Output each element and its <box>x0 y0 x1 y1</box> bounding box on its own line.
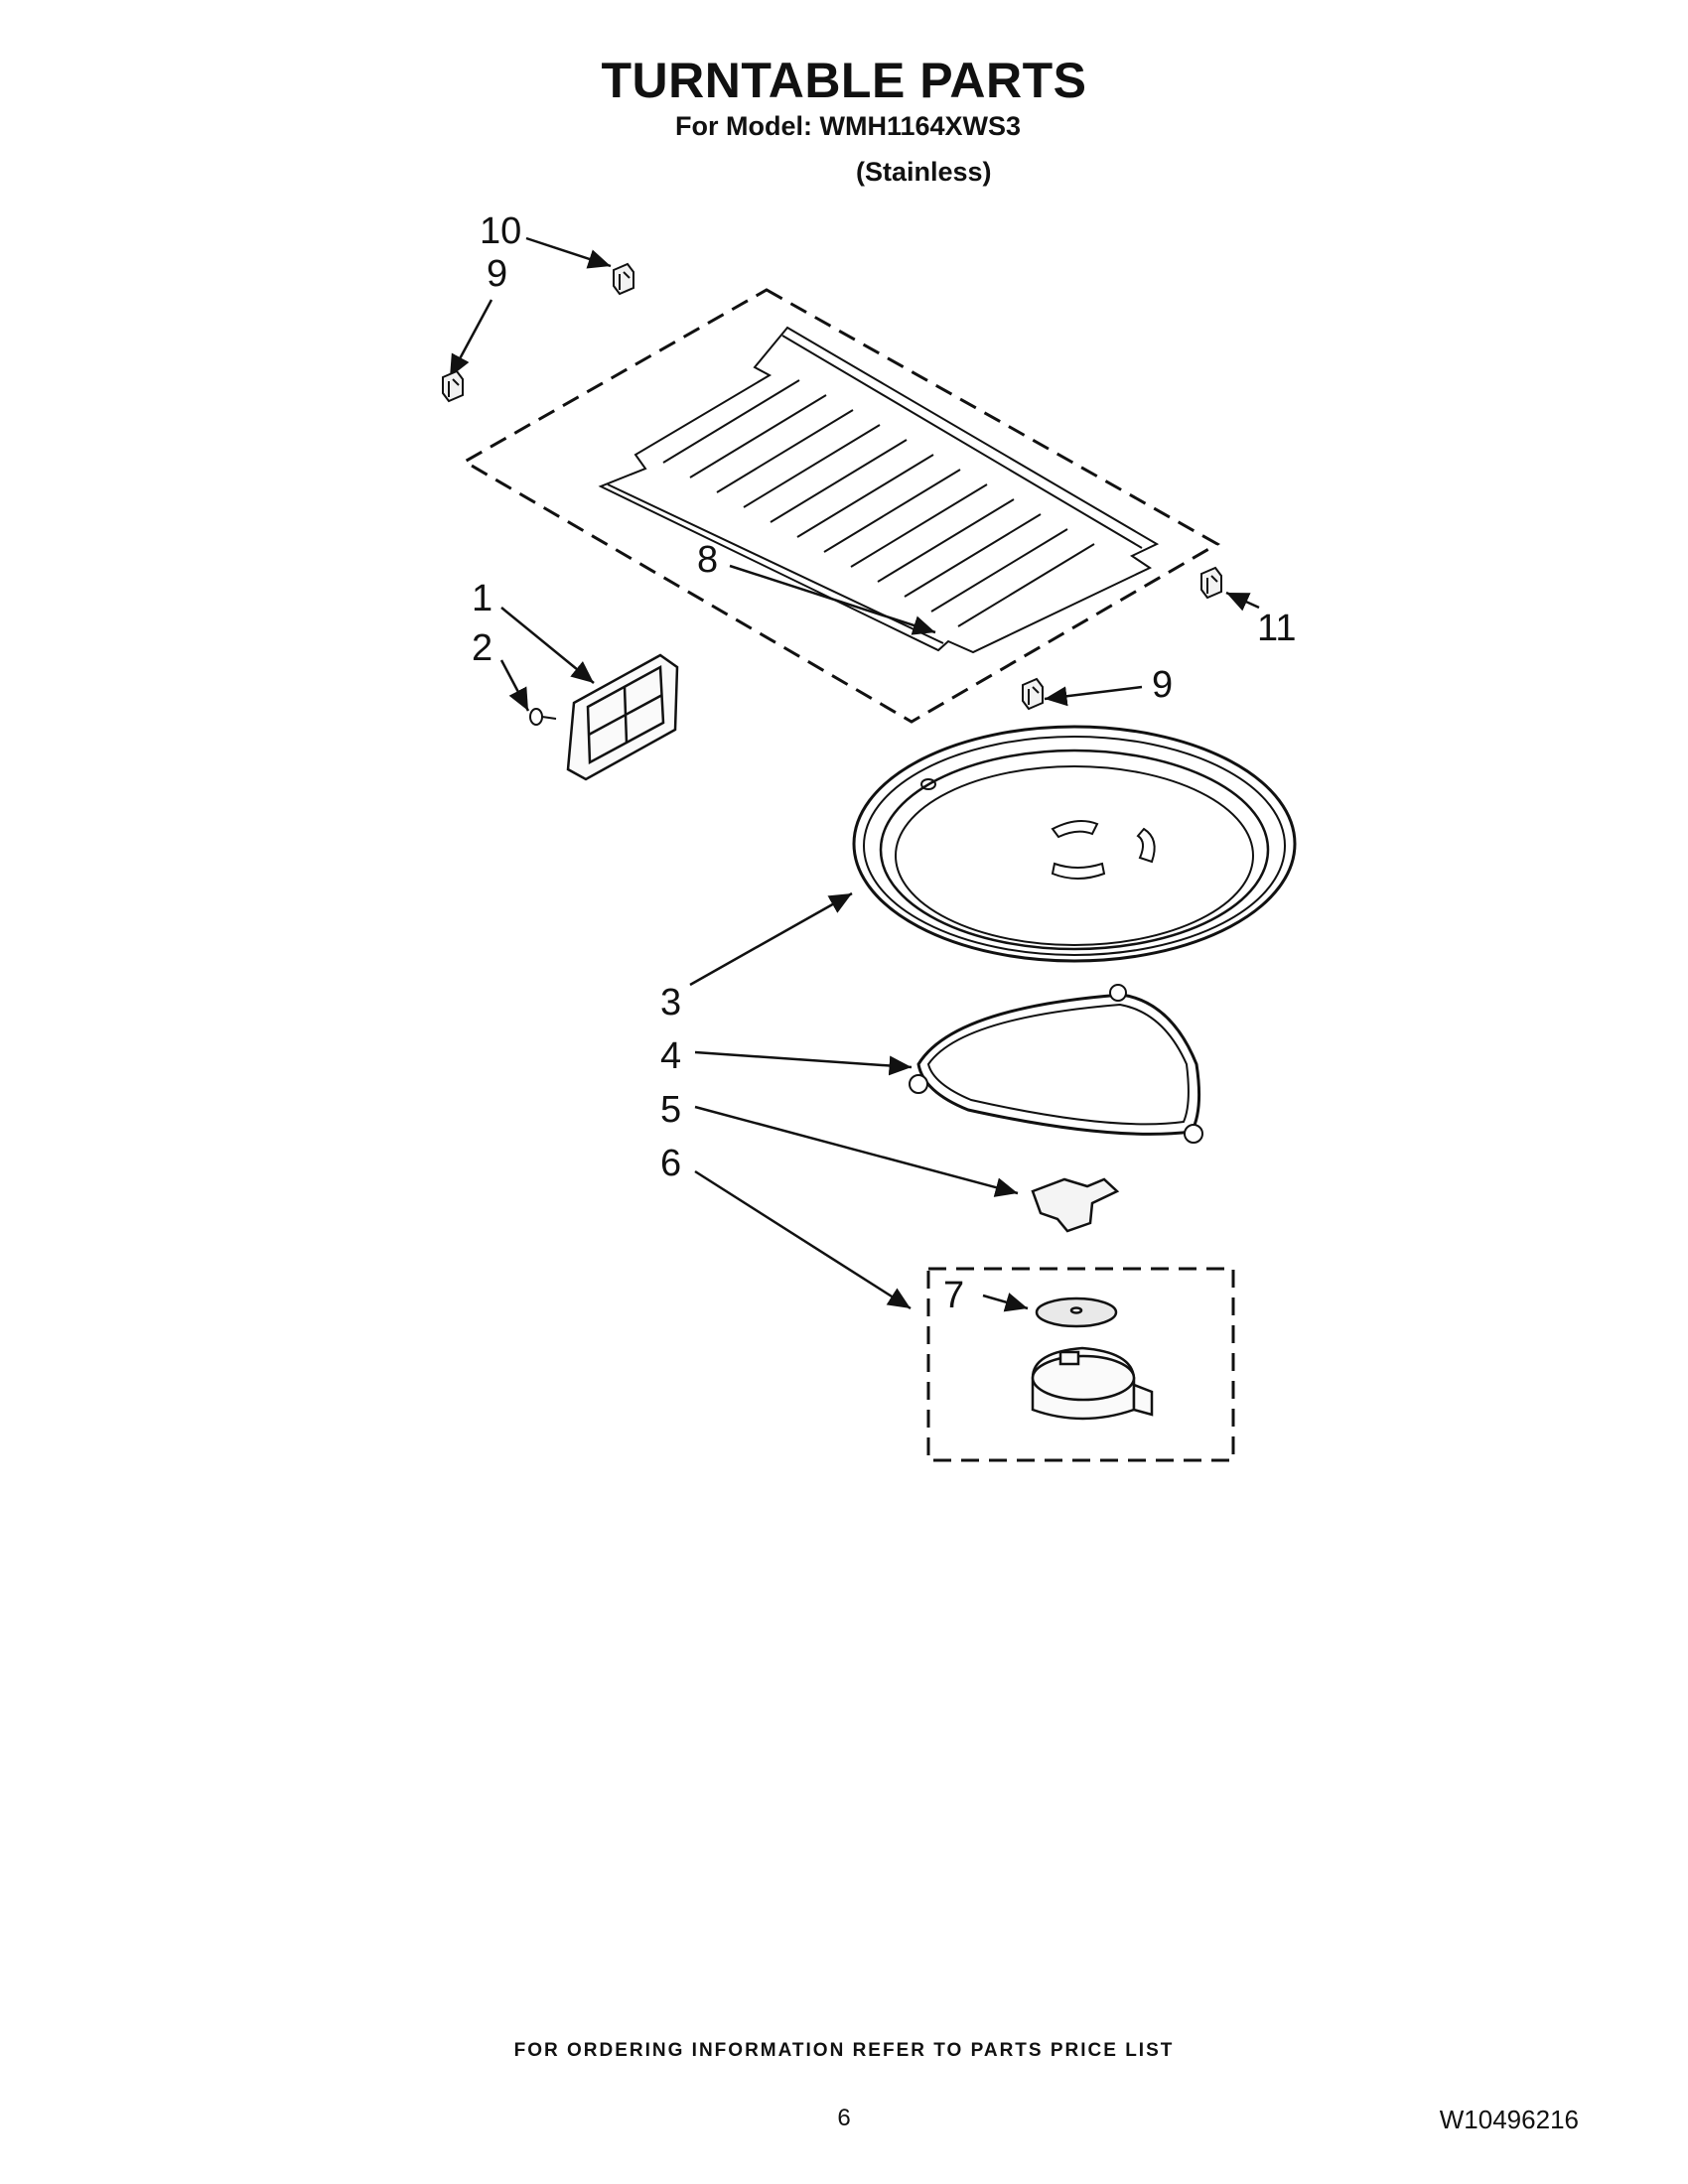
screw <box>529 708 557 726</box>
rack-clip-9-left <box>442 369 464 403</box>
model-line: For Model: WMH1164XWS3 <box>675 111 1022 141</box>
rack-clip-11 <box>1200 566 1222 600</box>
callout-5: 5 <box>660 1089 681 1131</box>
leader-lines <box>448 236 1260 1312</box>
rack-clip-9-right <box>1022 677 1044 711</box>
ordering-note: FOR ORDERING INFORMATION REFER TO PARTS … <box>513 2040 1175 2061</box>
page-title: TURNTABLE PARTS <box>601 53 1087 108</box>
callout-8: 8 <box>697 539 718 581</box>
coupler <box>1031 1177 1120 1233</box>
motor-kit-boundary <box>926 1267 1235 1462</box>
wire-rack <box>598 326 1160 654</box>
callout-9-right: 9 <box>1152 664 1173 706</box>
callout-10: 10 <box>480 210 521 252</box>
callout-2: 2 <box>472 627 492 669</box>
callout-4: 4 <box>660 1035 681 1077</box>
page-number: 6 <box>837 2105 851 2131</box>
callout-6: 6 <box>660 1143 681 1184</box>
rack-clip-10 <box>613 262 634 296</box>
roller-support <box>909 984 1203 1144</box>
turntable-motor <box>1031 1346 1154 1421</box>
document-number: W10496216 <box>1439 2105 1579 2134</box>
rack-boundary <box>461 288 1221 724</box>
variant-label: (Stainless) <box>856 157 992 187</box>
washer <box>1035 1297 1118 1328</box>
callout-7: 7 <box>943 1275 964 1316</box>
waveguide-cover <box>566 653 679 781</box>
callout-9-top: 9 <box>487 253 507 295</box>
callout-11: 11 <box>1257 608 1296 649</box>
callout-1: 1 <box>472 578 492 619</box>
turntable-tray <box>852 725 1297 963</box>
callout-3: 3 <box>660 982 681 1024</box>
